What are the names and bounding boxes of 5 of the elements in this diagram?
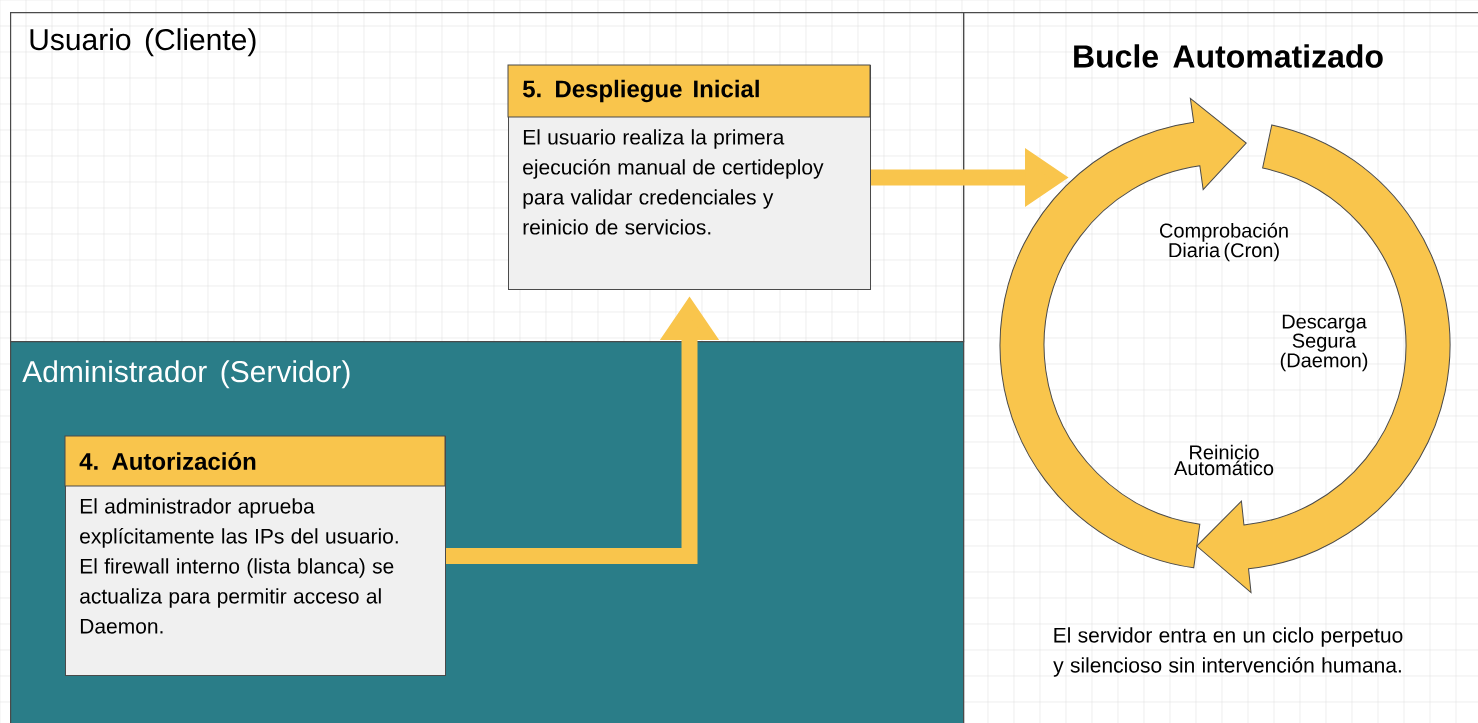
step-card: 5. Despliegue Inicial El usuario realiza la primera ejecución manual de certideploy para validar credenciales y reinicio de servicios. [507, 64, 871, 290]
step-card: 4. Autorización El administrador aprueba explícitamente las IPs del usuario. El firewall interno (lista blanca) se actualiza para permitir acceso al Daemon. [64, 435, 446, 676]
cycle-step-label: Comprobación Diaria (Cron) [1160, 222, 1288, 262]
cycle-step-label: Reinicio Automático [1174, 444, 1274, 476]
cycle-step-label: Descarga Segura (Daemon) [1280, 314, 1368, 372]
